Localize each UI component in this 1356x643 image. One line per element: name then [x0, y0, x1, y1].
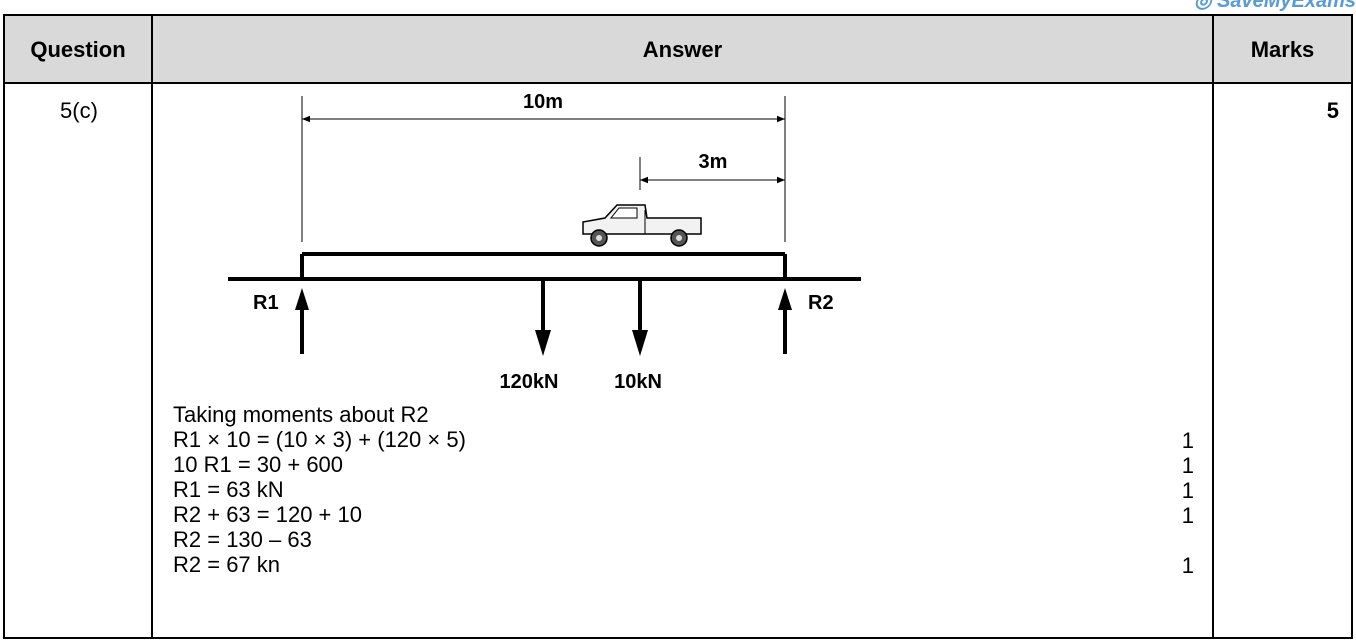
watermark-logo: ◎ SaveMyExams — [1194, 0, 1356, 12]
working-mark: 1 — [1181, 428, 1194, 453]
load-10kn-label: 10kN — [614, 371, 662, 393]
working-mark: 1 — [1181, 553, 1194, 578]
working-line: R2 = 130 – 63 — [173, 527, 312, 552]
working-line: R2 = 67 kn — [173, 552, 281, 577]
r2-arrowhead — [778, 288, 792, 310]
load-120kn-label: 120kN — [500, 371, 559, 393]
load-10kn-arrowhead — [632, 330, 648, 356]
r1-arrowhead — [295, 288, 309, 310]
load-distance-label: 3m — [699, 151, 728, 173]
r2-label: R2 — [808, 292, 834, 314]
question-number: 5(c) — [60, 98, 98, 123]
truck-icon — [582, 204, 702, 247]
total-marks: 5 — [1326, 98, 1339, 123]
column-divider — [1212, 16, 1214, 637]
working-mark: 1 — [1181, 478, 1194, 503]
column-divider — [151, 16, 153, 637]
span-label: 10m — [523, 91, 563, 113]
working-line: 10 R1 = 30 + 600 — [173, 452, 344, 477]
mark-scheme-table: Question Answer Marks 5(c) 5 10m 3m — [3, 14, 1353, 639]
r1-label: R1 — [253, 292, 279, 314]
working-line: R1 = 63 kN — [173, 477, 284, 502]
working-heading: Taking moments about R2 — [173, 402, 429, 427]
header-question: Question — [30, 36, 126, 62]
working-mark: 1 — [1181, 453, 1194, 478]
header-divider — [5, 82, 1351, 84]
beam-diagram: 10m 3m R1 R2 120kN 10kN — [228, 91, 861, 393]
header-marks: Marks — [1250, 36, 1315, 62]
header-answer: Answer — [642, 36, 723, 62]
working-line: R2 + 63 = 120 + 10 — [173, 502, 362, 527]
working-line: R1 × 10 = (10 × 3) + (120 × 5) — [173, 427, 466, 452]
table-header-background — [5, 16, 1351, 83]
load-120kn-arrowhead — [535, 330, 551, 356]
working-mark: 1 — [1181, 503, 1194, 528]
